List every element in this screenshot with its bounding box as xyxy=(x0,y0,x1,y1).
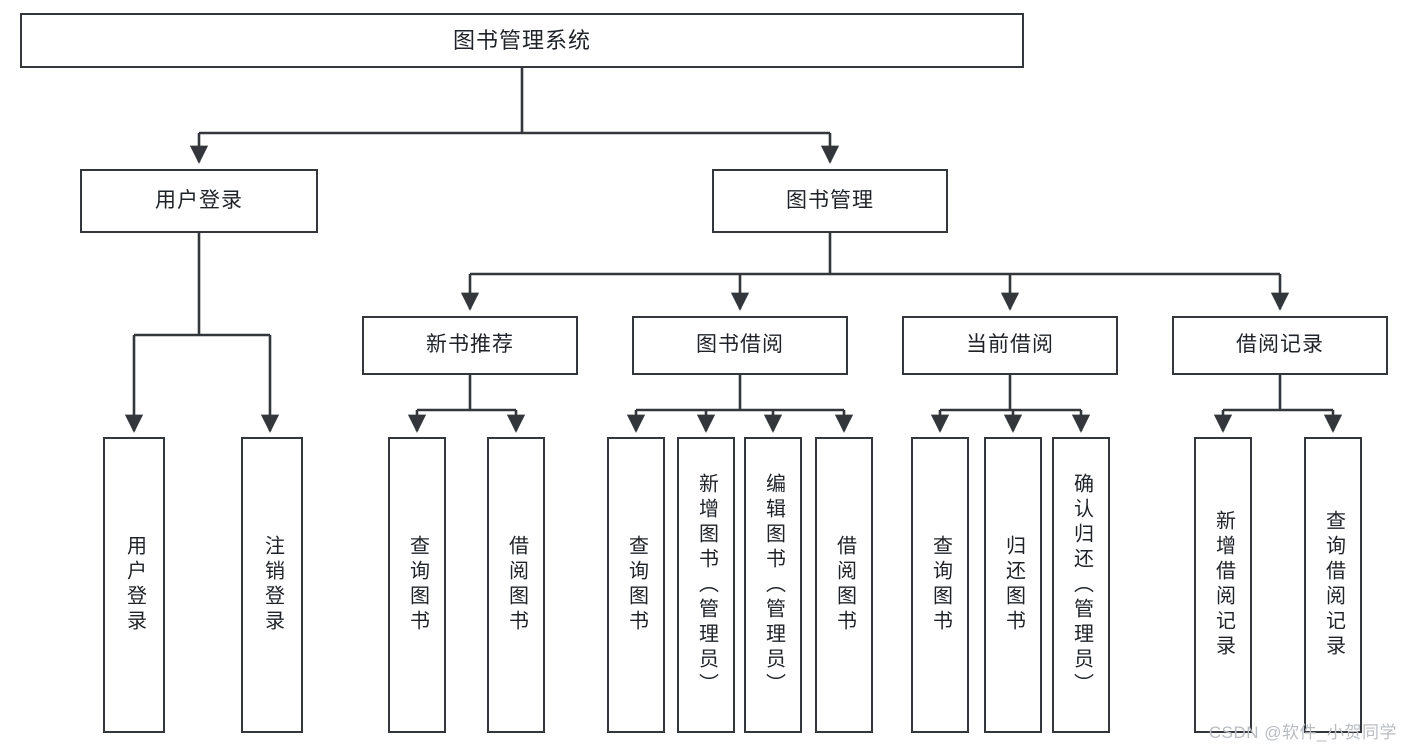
leaf-label: 查询图书 xyxy=(406,535,429,635)
leaf-label: 查询图书 xyxy=(625,535,648,635)
csdn-watermark: CSDN @软件_小贺同学 xyxy=(1208,723,1397,742)
leaf-current-return-book[interactable]: 归还图书 xyxy=(984,437,1042,733)
leaf-label: 新增图书（管理员） xyxy=(695,472,718,698)
leaf-label: 编辑图书（管理员） xyxy=(762,472,785,698)
node-current-borrow[interactable]: 当前借阅 xyxy=(902,316,1118,375)
leaf-label: 查询图书 xyxy=(929,535,952,635)
leaf-label: 查询借阅记录 xyxy=(1322,510,1345,660)
node-root-system[interactable]: 图书管理系统 xyxy=(20,13,1024,68)
leaf-borrow-query-book[interactable]: 查询图书 xyxy=(607,437,665,733)
leaf-current-confirm-return-admin[interactable]: 确认归还（管理员） xyxy=(1052,437,1110,733)
leaf-label: 归还图书 xyxy=(1002,535,1025,635)
leaf-borrow-add-book-admin[interactable]: 新增图书（管理员） xyxy=(677,437,735,733)
leaf-recommend-borrow-book[interactable]: 借阅图书 xyxy=(487,437,545,733)
leaf-borrow-edit-book-admin[interactable]: 编辑图书（管理员） xyxy=(744,437,802,733)
leaf-label: 确认归还（管理员） xyxy=(1070,472,1093,698)
leaf-label: 借阅图书 xyxy=(505,535,528,635)
leaf-record-query-record[interactable]: 查询借阅记录 xyxy=(1304,437,1362,733)
leaf-label: 注销登录 xyxy=(261,535,284,635)
leaf-user-login-login[interactable]: 用户登录 xyxy=(103,437,165,733)
node-book-borrow[interactable]: 图书借阅 xyxy=(632,316,848,375)
node-user-login[interactable]: 用户登录 xyxy=(80,169,318,233)
node-book-management[interactable]: 图书管理 xyxy=(712,169,948,233)
leaf-record-add-record[interactable]: 新增借阅记录 xyxy=(1194,437,1252,733)
node-borrow-record[interactable]: 借阅记录 xyxy=(1172,316,1388,375)
leaf-user-login-logout[interactable]: 注销登录 xyxy=(241,437,303,733)
leaf-label: 用户登录 xyxy=(123,535,146,635)
node-new-book-recommend[interactable]: 新书推荐 xyxy=(362,316,578,375)
leaf-current-query-book[interactable]: 查询图书 xyxy=(911,437,969,733)
leaf-recommend-query-book[interactable]: 查询图书 xyxy=(388,437,446,733)
leaf-borrow-borrow-book[interactable]: 借阅图书 xyxy=(815,437,873,733)
leaf-label: 新增借阅记录 xyxy=(1212,510,1235,660)
leaf-label: 借阅图书 xyxy=(833,535,856,635)
